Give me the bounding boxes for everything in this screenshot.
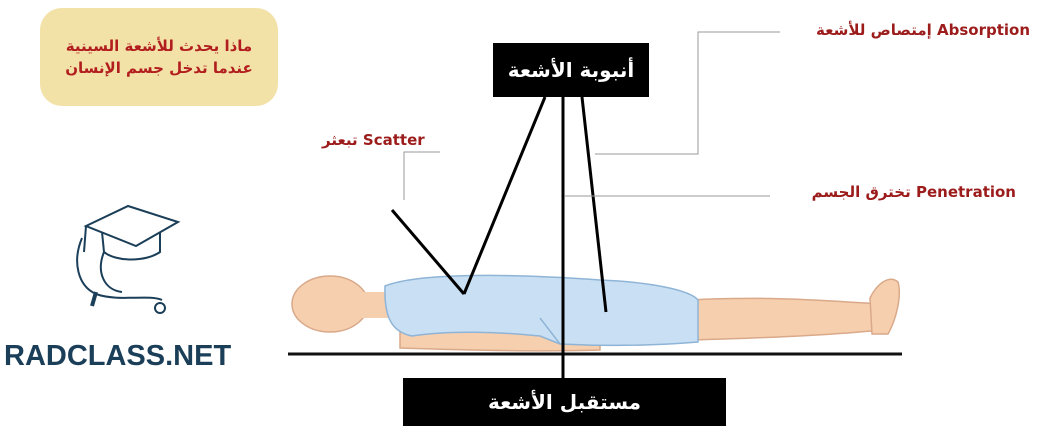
scatter-leader (404, 152, 440, 200)
absorption-label: إمتصاص للأشعة Absorption (816, 21, 1030, 39)
patient-figure (292, 275, 899, 350)
image-receptor-label: مستقبل الأشعة (403, 378, 726, 426)
scatter-beam-in (464, 97, 545, 294)
patient-neck (358, 292, 388, 318)
scatter-label-en: Scatter (363, 131, 425, 149)
scatter-label-ar: تبعثر (322, 131, 358, 149)
penetration-label-en: Penetration (916, 183, 1016, 201)
penetration-label: تخترق الجسم Penetration (812, 183, 1016, 201)
patient-legs (690, 298, 882, 340)
patient-feet (870, 279, 899, 334)
radclass-logo-text: RADCLASS.NET (4, 340, 231, 373)
absorption-label-ar: إمتصاص للأشعة (816, 21, 932, 39)
scatter-label: تبعثر Scatter (322, 131, 425, 149)
image-receptor-text: مستقبل الأشعة (488, 390, 641, 414)
patient-head (292, 276, 368, 332)
xray-tube-label: أنبوبة الأشعة (493, 43, 649, 97)
penetration-label-ar: تخترق الجسم (812, 183, 911, 201)
xray-tube-text: أنبوبة الأشعة (508, 58, 635, 82)
graduation-cap-stethoscope-icon (77, 206, 178, 313)
absorption-label-en: Absorption (937, 21, 1030, 39)
